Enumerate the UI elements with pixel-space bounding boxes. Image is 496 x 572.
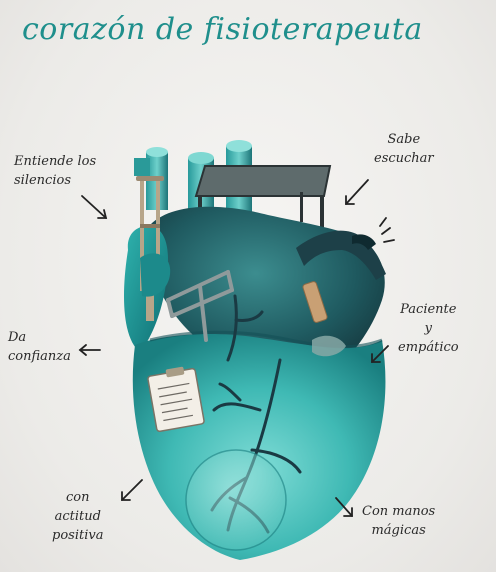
note-line: positiva [52, 528, 104, 543]
note-line: mágicas [371, 523, 426, 538]
note-line: Da [8, 330, 27, 345]
note-line: con [65, 490, 90, 505]
clipboard-icon [147, 366, 205, 433]
note-line: empático [398, 340, 459, 355]
note-line: y [424, 321, 432, 336]
note-line: confianza [8, 349, 71, 364]
crutch-icon [136, 176, 164, 321]
page-title: corazón de fisioterapeuta [22, 12, 423, 47]
bandage-icon [302, 281, 346, 357]
note-da-confianza: Da confianza [8, 328, 71, 366]
ball-icon [185, 449, 287, 551]
note-entiende-silencios: Entiende los silencios [14, 152, 96, 190]
note-sabe-escuchar: Sabe escuchar [374, 130, 434, 168]
note-line: Con manos [362, 504, 436, 519]
note-line: Entiende los [14, 154, 97, 169]
note-actitud-positiva: con actitud positiva [52, 488, 103, 545]
note-line: Paciente [400, 302, 457, 317]
note-line: actitud [54, 509, 101, 524]
arrow-icon [78, 179, 395, 517]
note-manos-magicas: Con manos mágicas [362, 502, 435, 540]
note-paciente-empatico: Paciente y empático [398, 300, 459, 357]
note-line: silencios [14, 173, 71, 188]
note-line: Sabe [387, 132, 421, 147]
note-line: escuchar [374, 151, 434, 166]
walker-icon [166, 270, 234, 342]
